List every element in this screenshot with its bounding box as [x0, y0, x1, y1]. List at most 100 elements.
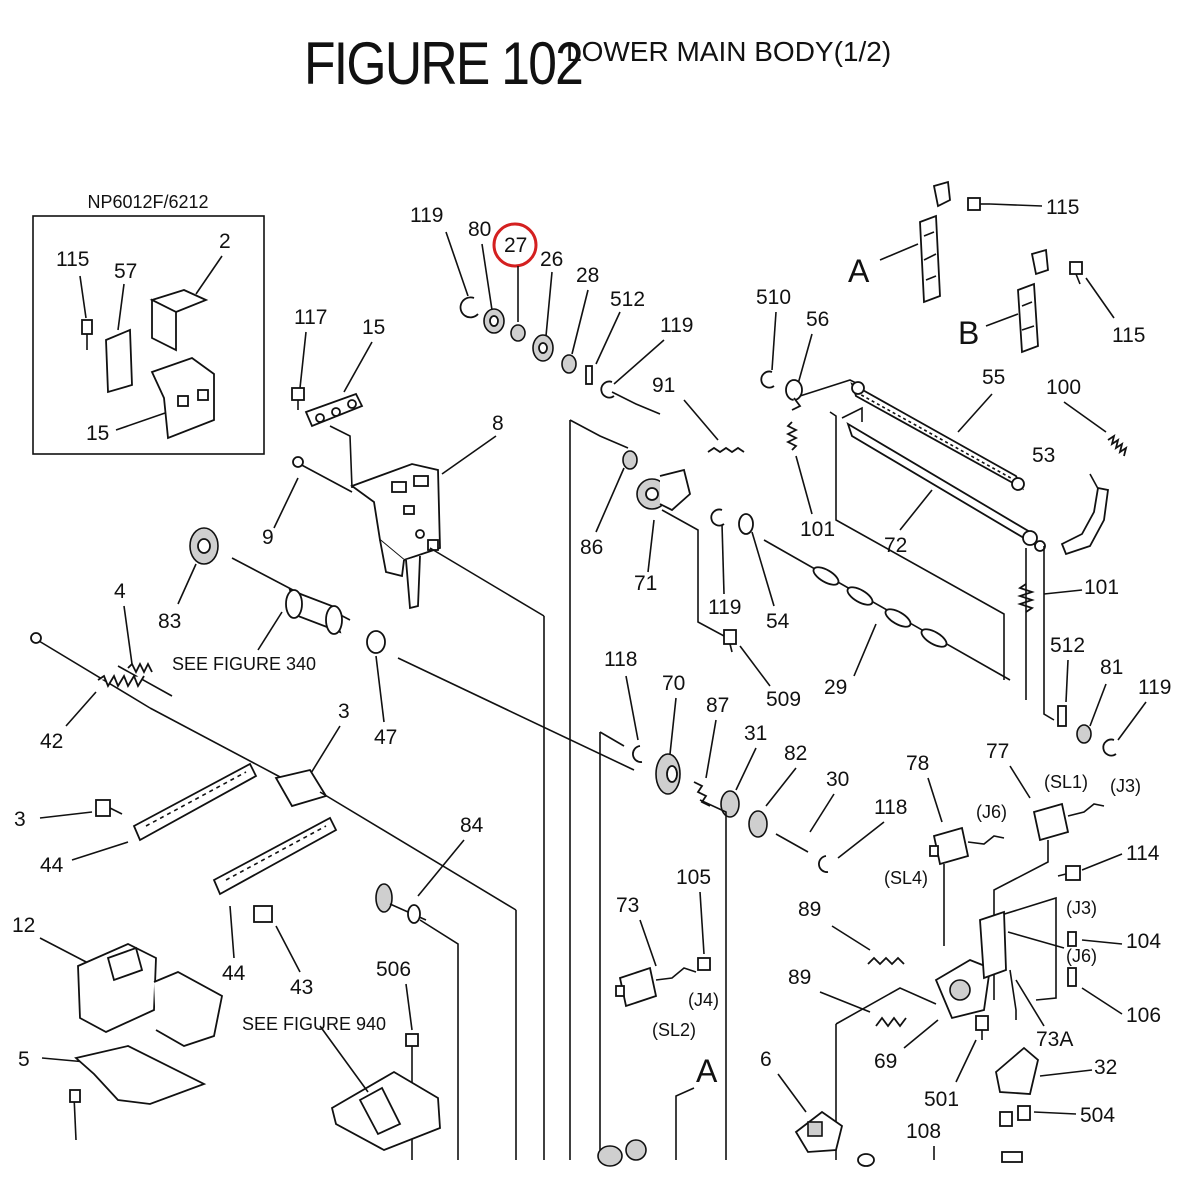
inset-callout-2: 2: [219, 230, 231, 253]
shaft-30: [775, 833, 809, 853]
screw-86: [622, 450, 638, 470]
e-ring-119: [459, 296, 479, 319]
right-upper-assembly: 510 56 55 100 53 101 72 101 29 512 81 11…: [756, 286, 1171, 757]
callout-118: 118: [604, 648, 637, 671]
callout-8: 8: [492, 412, 504, 435]
callout-115: 115: [1046, 196, 1079, 219]
left-middle-assembly: 4 83 42 47 3 SEE FIGURE 340: [30, 527, 635, 1160]
callout-114: 114: [1126, 842, 1160, 865]
callout-84: 84: [460, 814, 484, 837]
part-27: [510, 324, 526, 342]
callout-509: 509: [766, 688, 801, 711]
callout-53: 53: [1032, 444, 1055, 467]
callout-73: 73: [616, 894, 639, 917]
callout-47: 47: [374, 726, 397, 749]
bushing-54: [738, 513, 754, 535]
screw-115a: [967, 197, 990, 211]
spring-87: [693, 781, 711, 807]
connector-j6: (J6): [976, 802, 1007, 822]
callout-12: 12: [12, 914, 35, 937]
connector-sl2: (SL2): [652, 1020, 696, 1040]
part-105: [697, 957, 711, 971]
rail-72: [846, 421, 1046, 552]
callout-87: 87: [706, 694, 729, 717]
center-gear-stack: 118 70 87 31 82 30 118: [599, 648, 907, 1160]
connector-j4: (J4): [688, 990, 719, 1010]
shaft-9: [292, 456, 353, 493]
callout-77: 77: [986, 740, 1009, 763]
bracket-940: [319, 1025, 441, 1151]
callout-70: 70: [662, 672, 685, 695]
callout-501: 501: [924, 1088, 959, 1111]
part-104: [1067, 931, 1077, 947]
callout-512: 512: [610, 288, 645, 311]
bracket-6: [794, 1110, 844, 1153]
inset-label: NP6012F/6212: [87, 192, 208, 212]
see-figure-940: SEE FIGURE 940: [242, 1014, 386, 1034]
callout-78: 78: [906, 752, 929, 775]
spring-89a: [867, 956, 905, 966]
frame-8: [350, 463, 441, 610]
pin-512b: [1057, 705, 1067, 727]
callout-44: 44: [40, 854, 64, 877]
callout-44: 44: [222, 962, 246, 985]
gear-84: [375, 883, 427, 924]
callout-26: 26: [540, 248, 563, 271]
detail-letter-b: B: [958, 315, 979, 351]
callout-43: 43: [290, 976, 313, 999]
washer-28: [561, 354, 577, 374]
callout-81: 81: [1100, 656, 1123, 679]
e-ring-118a: [632, 745, 643, 763]
callout-3: 3: [338, 700, 350, 723]
solenoid-73: [615, 966, 697, 1008]
callout-27: 27: [504, 234, 527, 257]
left-lower-assembly: 3 44 12 44 43 5 SEE FIGURE 940: [12, 762, 386, 1141]
callout-118: 118: [874, 796, 907, 819]
roller-340: [231, 557, 351, 635]
connector-sl1: (SL1): [1044, 772, 1088, 792]
screw-504: [999, 1105, 1031, 1127]
fastener-43: [253, 905, 273, 923]
inset-screw: [81, 319, 93, 350]
e-ring-510: [760, 370, 775, 389]
bracket-3: [274, 768, 328, 808]
gear-assembly-71: [636, 468, 692, 512]
callout-106: 106: [1126, 1004, 1161, 1027]
roller-bottom: [597, 1139, 647, 1167]
gear-31: [720, 790, 740, 818]
center-lower-assembly: 84 506 105 73 (J4) (SL2) A: [319, 814, 719, 1167]
callout-91: 91: [652, 374, 675, 397]
e-ring-119d: [1102, 738, 1117, 757]
shaft-42: [30, 632, 151, 709]
bushing-81: [1076, 724, 1092, 744]
callout-504: 504: [1080, 1104, 1115, 1127]
screw-509: [723, 629, 737, 653]
rack-44b: [212, 816, 338, 896]
callout-510: 510: [756, 286, 791, 309]
solenoid-77: [1032, 802, 1105, 842]
connector-j3: (J3): [1066, 898, 1097, 918]
callout-56: 56: [806, 308, 829, 331]
connector-j3: (J3): [1110, 776, 1141, 796]
callout-80: 80: [468, 218, 491, 241]
callout-4: 4: [114, 580, 126, 603]
spring-91: [707, 446, 745, 454]
callout-28: 28: [576, 264, 599, 287]
lever-69: [934, 910, 1007, 1020]
inset-callout-57: 57: [114, 260, 137, 283]
callout-69: 69: [874, 1050, 897, 1073]
bushing-47: [366, 630, 386, 654]
detail-letter-a2: A: [696, 1053, 718, 1089]
rail-55: [850, 381, 1025, 491]
highlight-circle-27: [492, 222, 538, 268]
left-upper-assembly: 117 15 8 9: [262, 306, 545, 1160]
top-gear-train: 119 80 27 26 28 512 119: [410, 204, 693, 399]
callout-105: 105: [676, 866, 711, 889]
cover-12: [77, 943, 224, 1047]
gear-83: [189, 527, 219, 565]
screw-117: [291, 387, 305, 410]
callout-3: 3: [14, 808, 26, 831]
callout-9: 9: [262, 526, 274, 549]
callout-119: 119: [660, 314, 693, 337]
callout-30: 30: [826, 768, 849, 791]
